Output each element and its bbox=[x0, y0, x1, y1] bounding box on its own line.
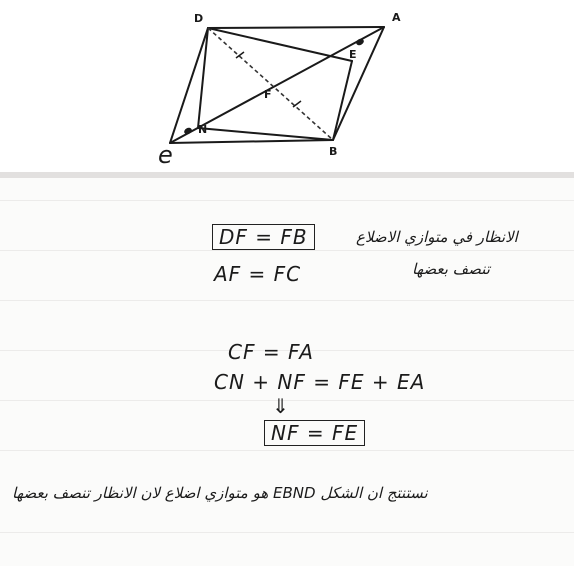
label-d: D bbox=[194, 12, 203, 25]
ruled-line bbox=[0, 250, 574, 251]
tick-mark-fb bbox=[292, 100, 302, 108]
implies-arrow: ⇓ bbox=[272, 394, 289, 418]
notebook-page bbox=[0, 172, 574, 566]
label-f: F bbox=[264, 88, 272, 101]
segment-eb bbox=[332, 60, 353, 141]
geometry-diagram: D A E F N B e bbox=[0, 0, 574, 172]
angle-mark-c bbox=[184, 127, 192, 135]
equation-af-fc: AF = FC bbox=[214, 262, 302, 286]
page-edge-shadow bbox=[0, 172, 574, 178]
note-diagonals-line2: تنصف بعضها bbox=[412, 260, 490, 278]
segment-de bbox=[207, 27, 353, 62]
conclusion-text: نستنتج ان الشكل EBND هو متوازي اضلاع لان… bbox=[12, 484, 428, 502]
diagonal-db-dashed bbox=[207, 27, 334, 141]
label-c: e bbox=[158, 141, 173, 169]
side-ab bbox=[332, 26, 385, 141]
label-a: A bbox=[392, 11, 401, 24]
ruled-line bbox=[0, 532, 574, 533]
side-cd bbox=[169, 27, 209, 144]
equation-df-fb: DF = FB bbox=[212, 224, 315, 250]
equation-cf-fa: CF = FA bbox=[228, 340, 314, 364]
segment-nd bbox=[197, 27, 209, 129]
angle-mark-a bbox=[356, 38, 364, 46]
ruled-line bbox=[0, 400, 574, 401]
ruled-line bbox=[0, 450, 574, 451]
ruled-line bbox=[0, 350, 574, 351]
note-diagonals-line1: الانظار في متوازي الاضلاع bbox=[356, 228, 518, 246]
ruled-line bbox=[0, 200, 574, 201]
label-n: N bbox=[198, 123, 207, 136]
diagonal-ac bbox=[169, 26, 385, 144]
label-b: B bbox=[329, 145, 337, 158]
segment-bn bbox=[197, 127, 334, 141]
side-da bbox=[207, 26, 385, 29]
equation-cn-nf: CN + NF = FE + EA bbox=[214, 370, 426, 394]
parallelogram-figure: D A E F N B e bbox=[158, 11, 401, 169]
label-e: E bbox=[349, 48, 357, 61]
tick-mark-df bbox=[235, 51, 245, 59]
side-bc bbox=[169, 139, 334, 144]
equation-nf-fe: NF = FE bbox=[264, 420, 366, 446]
ruled-line bbox=[0, 300, 574, 301]
